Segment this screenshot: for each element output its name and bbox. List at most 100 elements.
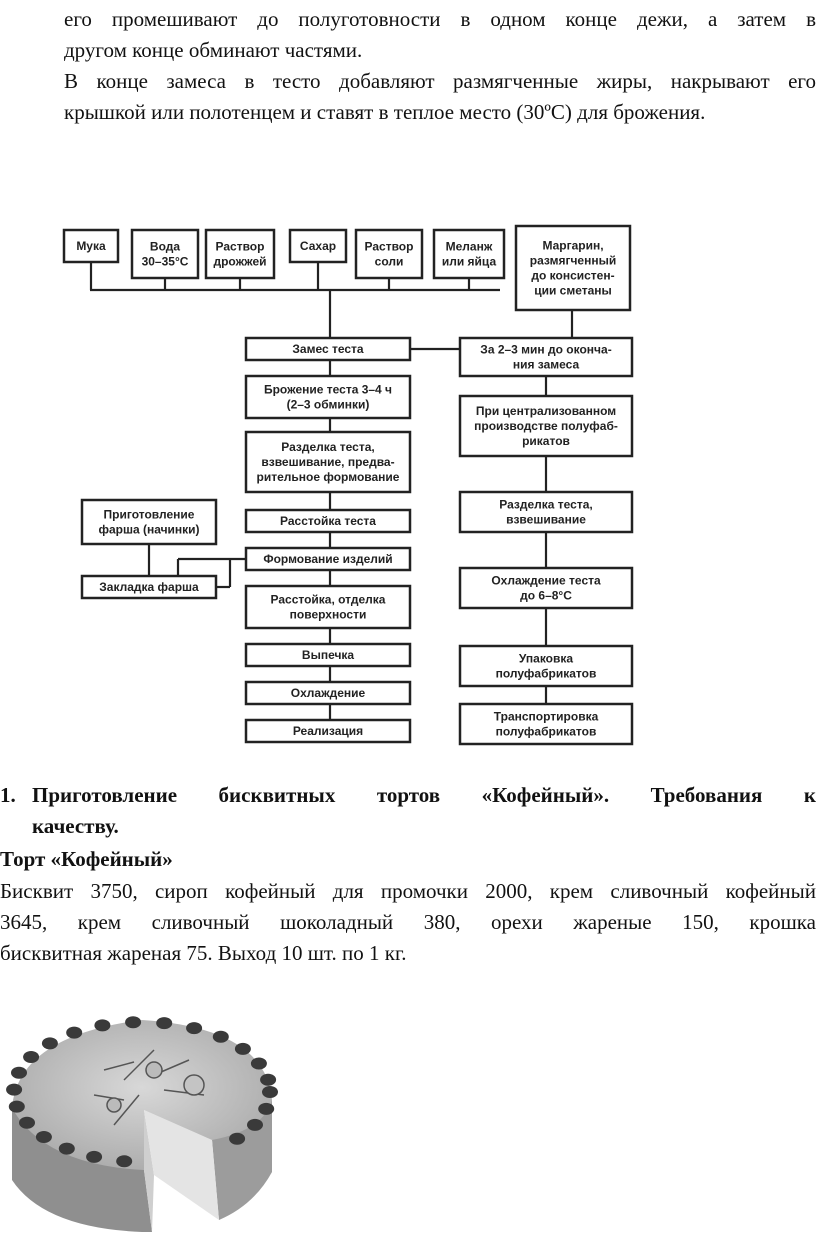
ingredient-box-5-text: соли xyxy=(375,255,404,269)
ingredient-box-3-text: дрожжей xyxy=(213,255,266,269)
margarine-box-text: до консистен- xyxy=(531,269,614,283)
intro-line-1: его промешивают до полуготовности в одно… xyxy=(64,7,816,31)
cream-rosette xyxy=(250,1057,267,1070)
process-step-3-text: рительное формование xyxy=(257,470,400,484)
semi-product-step-2-frame xyxy=(458,394,634,458)
intro-line-3: В конце замеса в тесто добавляют размягч… xyxy=(64,69,816,93)
process-step-1: Замес теста xyxy=(244,336,412,362)
semi-product-step-4-text: до 6–8°С xyxy=(520,589,572,603)
semi-product-step-6-frame xyxy=(458,702,634,746)
cream-rosette xyxy=(262,1086,278,1098)
ingredient-box-3-text: Раствор xyxy=(216,240,265,254)
cream-rosette xyxy=(234,1042,251,1055)
cream-rosette xyxy=(86,1150,103,1163)
process-step-9: Реализация xyxy=(244,718,412,744)
process-step-1-text: Замес теста xyxy=(292,342,364,356)
semi-product-step-2-text: производстве полуфаб- xyxy=(474,419,618,433)
semi-product-step-1-frame xyxy=(458,336,634,378)
cream-rosette xyxy=(41,1037,58,1050)
cake-subheading: Торт «Кофейный» xyxy=(0,847,173,871)
intro-line-4: крышкой или полотенцем и ставят в теплое… xyxy=(64,100,706,124)
process-step-3-frame xyxy=(244,430,412,494)
cream-rosette xyxy=(8,1100,25,1113)
filling-prep-box-text: фарша (начинки) xyxy=(98,523,199,537)
process-step-8-frame xyxy=(244,680,412,706)
semi-product-step-4-text: Охлаждение теста xyxy=(491,574,601,588)
margarine-box-frame xyxy=(514,224,632,312)
process-step-3-text: Разделка теста, xyxy=(281,440,375,454)
process-step-6-text: поверхности xyxy=(290,608,367,622)
semi-product-step-3-text: Разделка теста, xyxy=(499,498,593,512)
cream-rosette xyxy=(58,1142,75,1155)
margarine-box-text: Маргарин, xyxy=(542,239,603,253)
process-step-5-frame xyxy=(244,546,412,572)
filling-prep-box-frame xyxy=(80,498,218,546)
cream-rosette xyxy=(116,1155,133,1168)
process-step-9-frame xyxy=(244,718,412,744)
process-step-7-text: Выпечка xyxy=(302,648,355,662)
process-step-2: Брожение теста 3–4 ч(2–3 обминки) xyxy=(244,374,412,420)
cake-cut-face-2 xyxy=(144,1110,219,1220)
ingredient-box-2-frame xyxy=(130,228,200,280)
recipe-line-2: 3645, крем сливочный шоколадный 380, оре… xyxy=(0,910,816,934)
ingredient-box-6-text: Меланж xyxy=(446,240,493,254)
process-step-3: Разделка теста,взвешивание, предва-рител… xyxy=(244,430,412,494)
process-step-9-text: Реализация xyxy=(293,724,363,738)
cream-rosette xyxy=(247,1118,263,1131)
process-step-4: Расстойка теста xyxy=(244,508,412,534)
semi-product-step-1: За 2–3 мин до оконча-ния замеса xyxy=(458,336,634,378)
cream-rosette xyxy=(260,1073,277,1086)
semi-product-step-1-text: За 2–3 мин до оконча- xyxy=(480,343,611,357)
semi-product-step-2-text: При централизованном xyxy=(476,404,616,418)
cream-rosette xyxy=(94,1019,111,1032)
semi-product-step-5-frame xyxy=(458,644,634,688)
semi-product-step-3-text: взвешивание xyxy=(506,513,586,527)
intro-paragraph: его промешивают до полуготовности в одно… xyxy=(64,4,816,128)
ingredient-box-4-text: Сахар xyxy=(300,239,336,253)
semi-product-step-3-frame xyxy=(458,490,634,534)
filling-prep-box-text: Приготовление xyxy=(104,508,195,522)
process-step-8-text: Охлаждение xyxy=(291,686,366,700)
cream-rosette xyxy=(6,1083,23,1096)
semi-product-step-1-text: ния замеса xyxy=(513,358,580,372)
cream-rosette xyxy=(11,1066,27,1079)
process-step-2-frame xyxy=(244,374,412,420)
ingredient-box-5-frame xyxy=(354,228,424,280)
cake-cream-rosettes xyxy=(6,1016,278,1168)
ingredient-box-4: Сахар xyxy=(288,228,348,264)
coffee-cake-illustration xyxy=(6,1016,278,1232)
ingredient-box-2-text: 30–35°С xyxy=(142,255,189,269)
cream-rosette xyxy=(66,1026,83,1039)
semi-product-step-5-text: Упаковка xyxy=(519,652,573,666)
semi-product-step-4-frame xyxy=(458,566,634,610)
process-step-5: Формование изделий xyxy=(244,546,412,572)
semi-product-step-6-text: Транспортировка xyxy=(494,710,599,724)
cream-rosette xyxy=(212,1030,229,1043)
process-step-8: Охлаждение xyxy=(244,680,412,706)
process-step-4-text: Расстойка теста xyxy=(280,514,376,528)
margarine-box-text: ции сметаны xyxy=(534,284,612,298)
process-step-7-frame xyxy=(244,642,412,668)
process-step-5-text: Формование изделий xyxy=(263,552,392,566)
process-step-2-text: (2–3 обминки) xyxy=(287,398,370,412)
ingredient-box-6-frame xyxy=(432,228,506,280)
process-step-6-frame xyxy=(244,584,412,630)
recipe-line-3: бисквитная жареная 75. Выход 10 шт. по 1… xyxy=(0,941,407,965)
cake-decoration xyxy=(93,1049,205,1126)
cream-rosette xyxy=(35,1131,52,1143)
recipe-line-1: Бисквит 3750, сироп кофейный для промочк… xyxy=(0,879,816,903)
ingredient-box-3-frame xyxy=(204,228,276,280)
cake-cut-face xyxy=(144,1110,154,1232)
cream-rosette xyxy=(186,1022,203,1035)
semi-product-step-5-text: полуфабрикатов xyxy=(496,667,597,681)
ingredient-box-4-frame xyxy=(288,228,348,264)
ingredient-box-6-text: или яйца xyxy=(442,255,497,269)
section-title-line-1: Приготовление бисквитных тортов «Кофейны… xyxy=(32,783,816,807)
